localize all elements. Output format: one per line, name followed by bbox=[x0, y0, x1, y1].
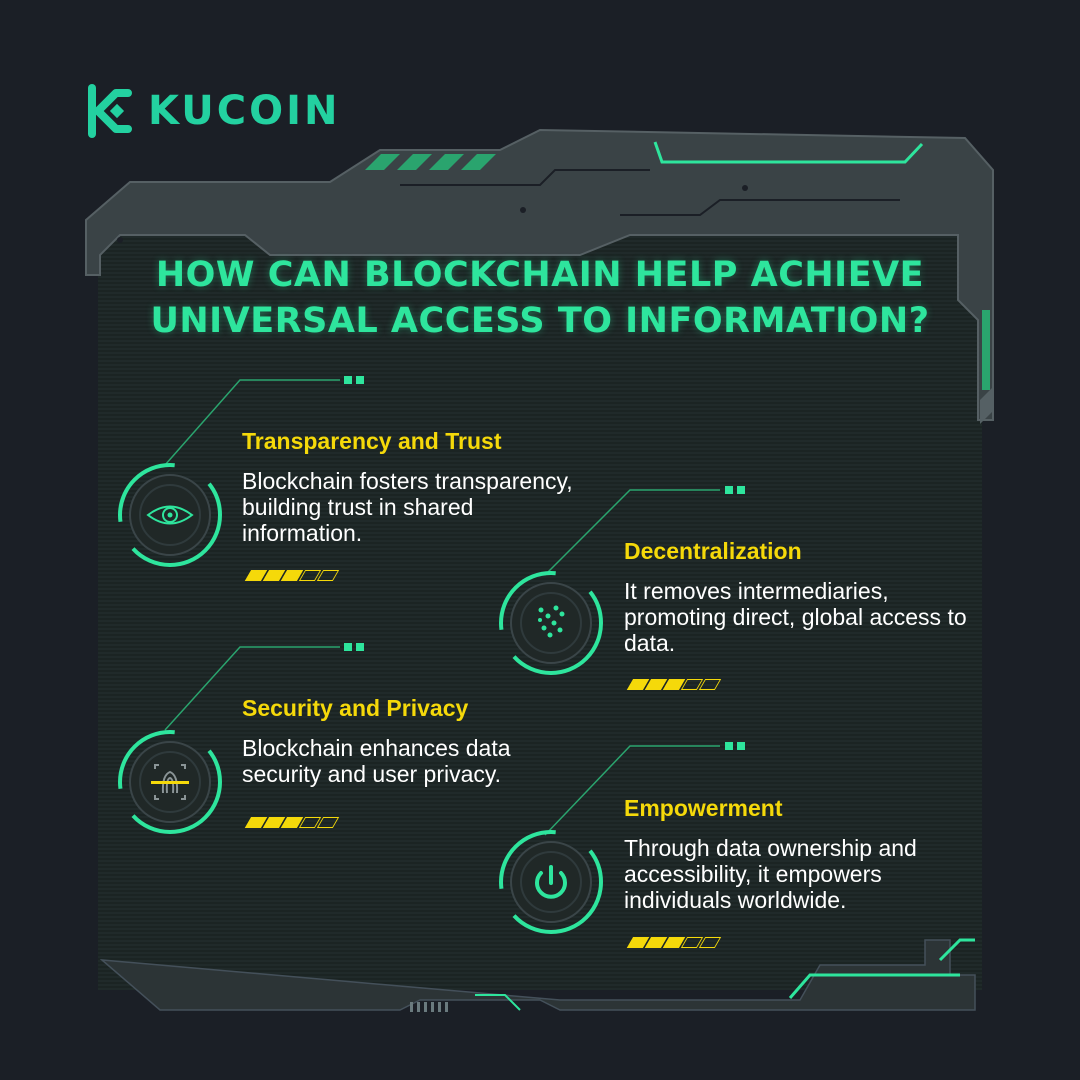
feature-description: Through data ownership and accessibility… bbox=[624, 835, 917, 913]
title-line-2: UNIVERSAL ACCESS TO INFORMATION? bbox=[150, 301, 930, 341]
rating-bar bbox=[244, 570, 340, 581]
network-nodes-icon bbox=[499, 571, 603, 675]
power-icon bbox=[499, 830, 603, 934]
fingerprint-icon bbox=[118, 730, 222, 834]
page-title: HOW CAN BLOCKCHAIN HELP ACHIEVE UNIVERSA… bbox=[100, 252, 980, 344]
feature-title: Empowerment bbox=[624, 795, 783, 821]
kucoin-logo-icon bbox=[88, 84, 132, 138]
feature-title: Transparency and Trust bbox=[242, 428, 502, 454]
rating-bar bbox=[244, 817, 340, 828]
feature-title: Security and Privacy bbox=[242, 695, 469, 721]
eye-icon bbox=[118, 463, 222, 567]
feature-title: Decentralization bbox=[624, 538, 802, 564]
rating-bar bbox=[626, 937, 722, 948]
rating-bar bbox=[626, 679, 722, 690]
brand-name: KUCOIN bbox=[148, 88, 341, 134]
brand-logo: KUCOIN bbox=[82, 84, 341, 138]
feature-description: Blockchain enhances data security and us… bbox=[242, 735, 511, 787]
feature-description: Blockchain fosters transparency, buildin… bbox=[242, 468, 573, 546]
feature-description: It removes intermediaries, promoting dir… bbox=[624, 578, 967, 656]
title-line-1: HOW CAN BLOCKCHAIN HELP ACHIEVE bbox=[155, 255, 925, 295]
